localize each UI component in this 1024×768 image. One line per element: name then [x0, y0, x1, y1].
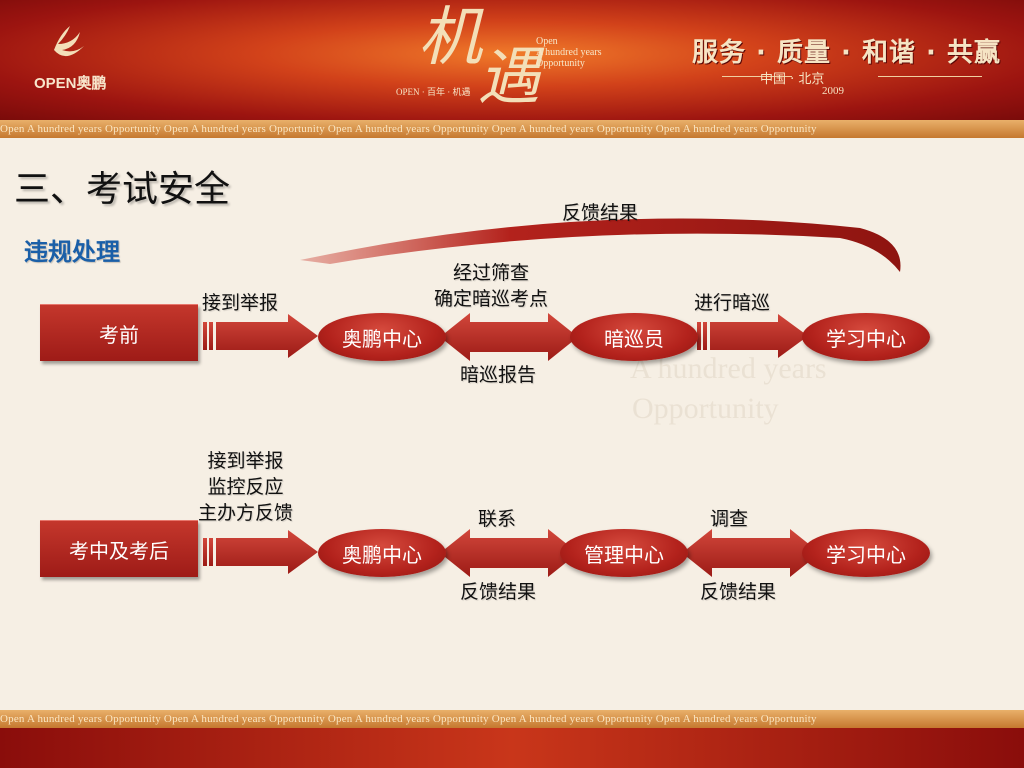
flow1-double-arrow-1 — [440, 313, 578, 361]
slogan: 服务 · 质量 · 和谐 · 共赢 — [692, 38, 1001, 68]
top-strip: Open A hundred years Opportunity Open A … — [0, 120, 1024, 138]
bottom-strip: Open A hundred years Opportunity Open A … — [0, 710, 1024, 728]
watermark-text-2: Opportunity — [632, 392, 779, 425]
flow2-double-arrow-2 — [682, 529, 820, 577]
flow2-lower-label-2: 反馈结果 — [700, 581, 777, 603]
flow2-arrow1-label: 接到举报 监控反应 主办方反馈 — [198, 450, 294, 524]
calligraphy-character-1: 机 — [418, 1, 482, 75]
flow2-node-learning-center: 学习中心 — [802, 529, 930, 577]
flow2-double-arrow-1 — [440, 529, 578, 577]
logo-swirl-icon — [54, 26, 84, 57]
city-label: 中国 · 北京 — [760, 72, 825, 87]
calligraphy-character-2: 遇 — [478, 40, 541, 113]
flow2-start-box: 考中及考后 — [40, 520, 198, 577]
flow2-upper-label-2: 调查 — [710, 508, 749, 530]
flow1-arrow-start — [203, 314, 318, 358]
english-tagline: Open A hundred years Opportunity — [536, 36, 602, 69]
flow2-node-management-center: 管理中心 — [560, 529, 688, 577]
page-title: 三、考试安全 — [14, 169, 231, 210]
flow1-arrow3-label: 进行暗巡 — [694, 292, 771, 314]
footer-band — [0, 728, 1024, 768]
flow2-upper-label-1: 联系 — [478, 508, 517, 530]
divider-left — [722, 76, 792, 77]
flow1-node-inspector: 暗巡员 — [570, 313, 698, 361]
divider-right — [878, 76, 982, 77]
flow2-arrow-start — [203, 530, 318, 574]
flow1-node-aopeng: 奥鹏中心 — [318, 313, 446, 361]
flow2-node-aopeng: 奥鹏中心 — [318, 529, 446, 577]
flow1-lower-label: 暗巡报告 — [460, 364, 537, 386]
flow1-node-learning-center: 学习中心 — [802, 313, 930, 361]
logo-text: OPEN奥鹏 — [34, 75, 107, 92]
open-subtitle: OPEN · 百年 · 机遇 — [396, 87, 471, 97]
flow1-arrow-3 — [697, 314, 808, 358]
flow1-feedback-label: 反馈结果 — [562, 202, 639, 224]
section-subtitle: 违规处理 — [24, 238, 120, 266]
flow1-arrow1-label: 接到举报 — [202, 292, 279, 314]
flow1-start-box: 考前 — [40, 304, 198, 361]
flow2-lower-label-1: 反馈结果 — [460, 581, 537, 603]
flow1-upper-label: 经过筛查 确定暗巡考点 — [434, 262, 549, 310]
header-banner: OPEN奥鹏 机 遇 OPEN · 百年 · 机遇 Open A hundred… — [0, 0, 1024, 120]
year-label: 2009 — [822, 85, 844, 97]
feedback-curve-arrow — [300, 218, 901, 272]
